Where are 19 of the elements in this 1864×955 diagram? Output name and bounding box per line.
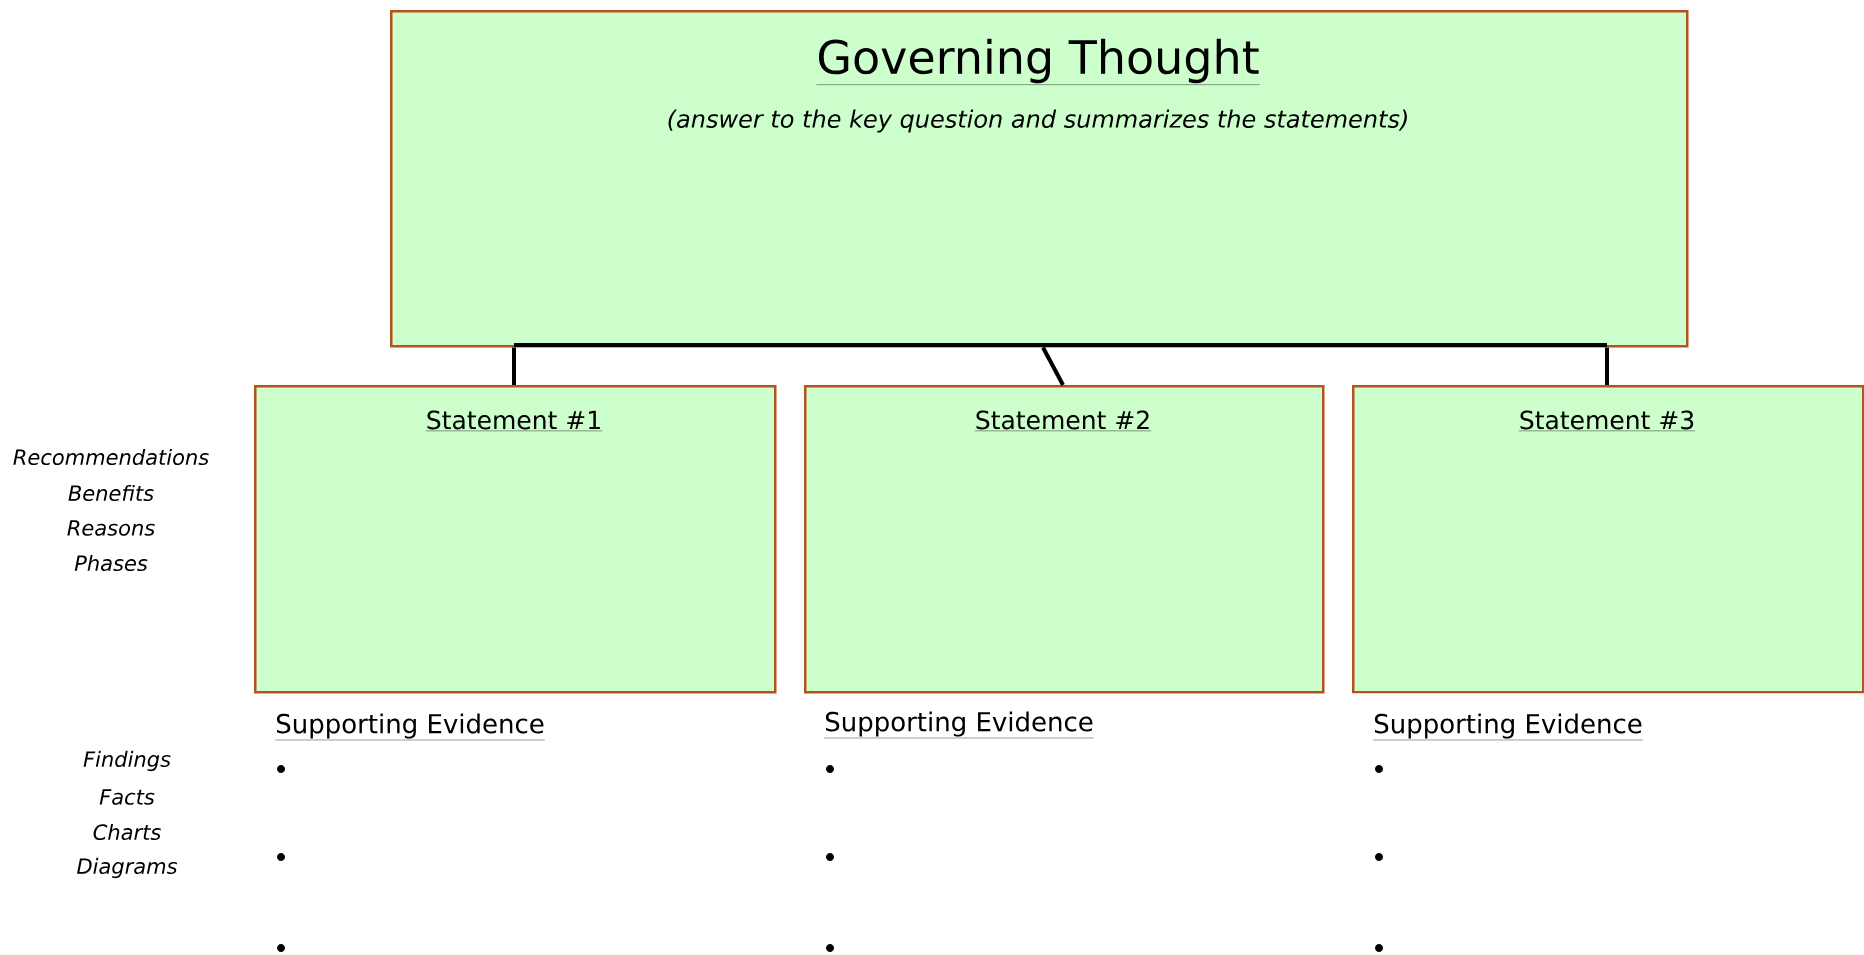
side-label: Facts <box>99 789 155 805</box>
side-label: Findings <box>83 750 171 772</box>
side-label: Reasons <box>67 520 155 536</box>
connector-line <box>1605 347 1609 385</box>
section-heading: Supporting Evidence <box>1373 713 1643 741</box>
title-box: Governing Thought (answer to the key question and summarizes the statements) <box>390 10 1689 348</box>
side-label: Charts <box>93 823 161 841</box>
connector-line <box>514 343 1607 347</box>
section-heading: Supporting Evidence <box>275 713 545 741</box>
connector-line <box>512 347 516 385</box>
connector-line <box>1041 346 1065 386</box>
statement-box: Statement #2 <box>804 385 1325 694</box>
side-label: Recommendations <box>13 448 209 466</box>
statement-box: Statement #1 <box>254 385 777 694</box>
side-label: Benefits <box>68 484 154 502</box>
statement-box: Statement #3 <box>1352 385 1864 694</box>
section-heading: Supporting Evidence <box>824 711 1094 739</box>
side-label: Diagrams <box>77 857 178 879</box>
side-label: Phases <box>74 554 148 572</box>
